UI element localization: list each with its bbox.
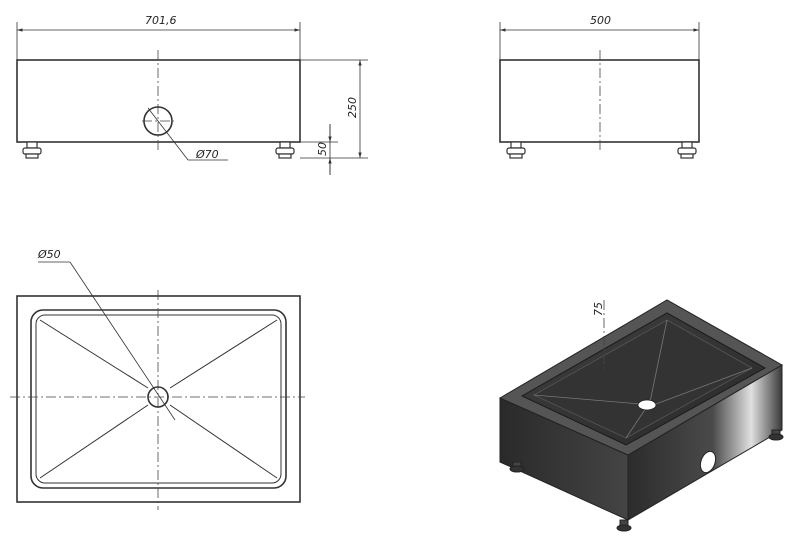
side-foot-right: [677, 141, 697, 159]
iso-front-drain: [699, 450, 717, 474]
top-basin-outer: [30, 309, 287, 489]
iso-drain-hole: [637, 399, 657, 411]
drain-top-leader: [69, 261, 176, 421]
front-foot-left: [22, 141, 42, 159]
iso-foot-front: [616, 519, 632, 532]
top-outer: [16, 295, 301, 503]
side-width-label: 500: [590, 14, 611, 27]
top-basin-inner: [35, 314, 282, 484]
side-foot-left: [506, 141, 526, 159]
top-view: Ø50: [10, 248, 305, 510]
iso-foot-right: [768, 429, 784, 441]
height-leg-label: 50: [316, 142, 329, 156]
iso-foot-left: [509, 461, 525, 473]
front-foot-right: [275, 141, 295, 159]
front-view: Ø70 701,6 250 50: [16, 14, 368, 175]
iso-depth-label: 75: [592, 302, 605, 316]
drain-top-label: Ø50: [37, 248, 61, 261]
drain-front-label: Ø70: [195, 148, 219, 161]
side-body: [499, 59, 700, 143]
drain-leader: [147, 107, 189, 161]
front-body: [16, 59, 301, 143]
top-drain-circle: [147, 386, 169, 408]
front-width-label: 701,6: [145, 14, 177, 27]
isometric-view: 75: [498, 299, 784, 532]
height-total-label: 250: [346, 97, 359, 118]
side-view: 500: [499, 14, 700, 159]
